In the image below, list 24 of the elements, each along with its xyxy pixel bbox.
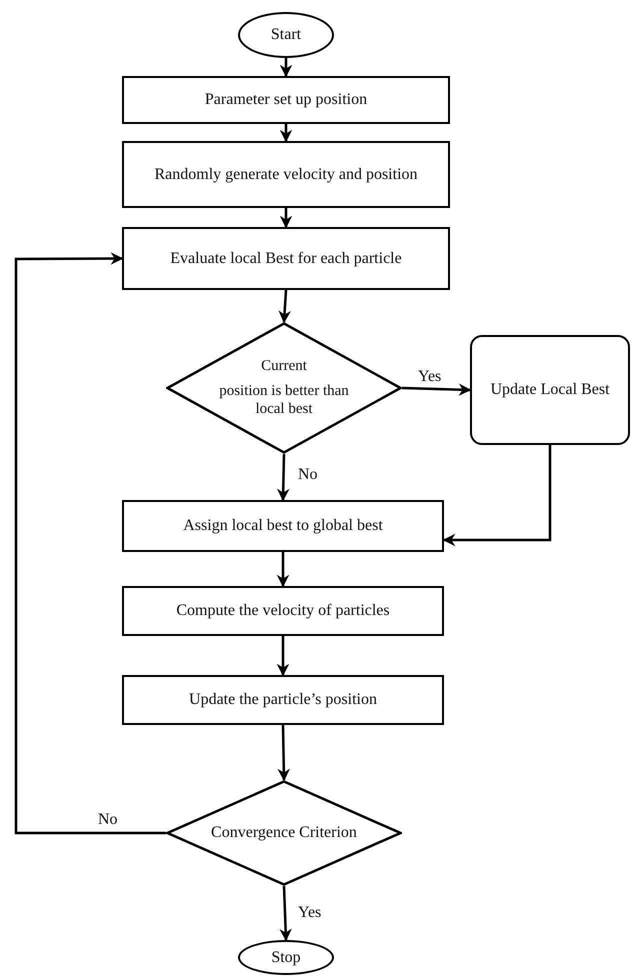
arrow [276,552,290,588]
process-box: Update Local Best [470,335,630,445]
arrow [276,636,290,676]
arrow [402,383,472,396]
process-box: Assign local best to global best [122,500,444,552]
process-box: Randomly generate velocity and position [122,141,450,208]
arrow [280,58,292,78]
arrow [278,290,291,324]
arrow [442,445,552,546]
arrow [14,252,166,834]
arrow [278,724,290,782]
process-box: Compute the velocity of particles [122,586,444,636]
arrow [279,886,292,942]
arrow [280,208,292,228]
decision-text: Current [261,358,307,376]
decision-text: position is better than local best [218,383,350,418]
terminal-oval: Stop [238,940,334,975]
arrow [277,454,290,502]
arrow [280,124,292,142]
process-box: Update the particle’s position [122,675,444,725]
decision-text: Convergence Criterion [211,824,357,842]
process-box: Evaluate local Best for each particle [122,227,450,290]
terminal-oval: Start [238,12,334,58]
process-box: Parameter set up position [122,76,450,124]
